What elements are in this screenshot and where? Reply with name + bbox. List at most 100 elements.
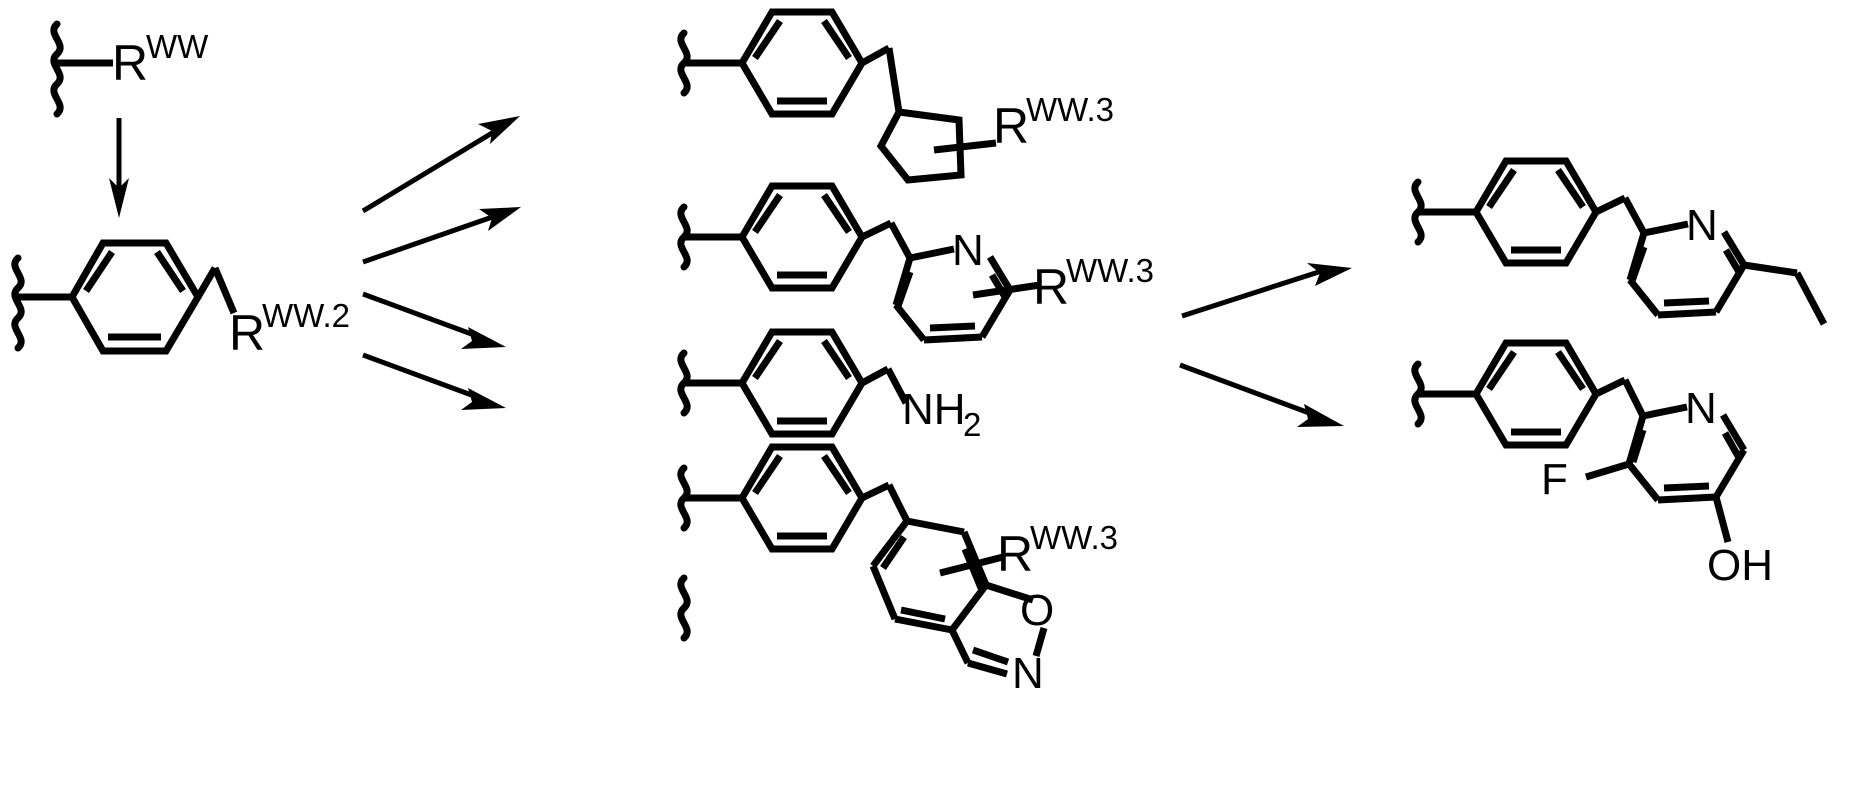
bond-ch2-up-real <box>860 365 890 387</box>
arrow-branch-4-head <box>461 388 506 410</box>
attachment-squiggle-icon <box>11 254 25 352</box>
bond-ch2-a <box>860 44 891 67</box>
arrow-branch-3-line <box>362 291 486 342</box>
arrow-branch-1 <box>361 116 520 214</box>
structure-start-rww: R WW <box>50 20 209 118</box>
pyridine-double-bond-3 <box>929 322 976 332</box>
bond-to-hydroxyl <box>1712 496 1732 543</box>
label-pyridine-nitrogen: N <box>1685 384 1717 433</box>
pyridine-double-bond-2 <box>1722 248 1743 274</box>
benzene-double-bond-2 <box>821 339 852 380</box>
label-r-ww-sup: WW <box>146 28 209 65</box>
arrow-branch-2-head <box>479 207 521 231</box>
isoxazole-o-n <box>1032 627 1048 657</box>
arrow-right-2-head <box>1297 404 1344 427</box>
label-r-ww3-py-base: R <box>1033 259 1069 315</box>
structure-benzyl-ethylpyridine: N <box>1411 157 1828 326</box>
arrow-branch-3 <box>362 291 506 349</box>
pyridine-bond-c6-c5 <box>1712 263 1748 314</box>
arrow-right-2-line <box>1179 362 1321 420</box>
benzisoxazole-double-1 <box>880 535 907 570</box>
isoxazole-n-c3 <box>967 659 1008 678</box>
arrow-branch-2-line <box>362 211 502 265</box>
benzene-double-bond-1 <box>752 19 783 60</box>
pyridine-double-bond-1 <box>893 270 914 311</box>
label-fluorine: F <box>1541 455 1568 504</box>
label-r-ww3-cp-sup: WW.3 <box>1026 91 1114 128</box>
benzisoxazole-c6-c5 <box>906 517 965 536</box>
arrow-branch-4 <box>362 352 506 410</box>
benzene-double-bond-1 <box>752 454 783 495</box>
pyridine-bond-c5-c4 <box>1657 493 1717 504</box>
arrow-right-1-line <box>1181 266 1329 319</box>
bond-ch2-b <box>1621 196 1648 235</box>
pyridine-bond-c4-c3 <box>893 302 927 343</box>
benzene-double-bond-2 <box>154 250 186 293</box>
benzisoxazole-c3a-c7a <box>894 615 953 634</box>
benzene-ring <box>737 8 867 118</box>
cyclopentane-ring <box>876 108 965 184</box>
label-r-ww3-bi-sup: WW.3 <box>1030 519 1118 556</box>
arrow-branch-1-line <box>361 124 504 214</box>
pyridine-bond-c6-c5 <box>978 288 1014 339</box>
structure-benzyl-pyridine: N R WW.3 <box>677 182 1154 344</box>
bond-ch2-a <box>860 481 891 502</box>
arrow-branch-4-line <box>362 352 486 403</box>
arrow-branch-3-head <box>461 327 506 349</box>
generic-substituent-bond <box>939 553 1004 577</box>
generic-substituent-bond <box>933 139 997 154</box>
pyridine-double-bond-1 <box>1627 245 1648 286</box>
label-pyridine-nitrogen: N <box>1686 201 1718 250</box>
bond-ch2-down-real <box>884 367 910 405</box>
pyridine-bond-n-c6 <box>1719 413 1748 452</box>
pyridine-double-bond-1 <box>1721 431 1742 458</box>
label-hydroxyl: OH <box>1707 541 1773 590</box>
pyridine-bond-n-c6 <box>987 255 1013 292</box>
label-amine-sub: 2 <box>963 406 981 443</box>
benzene-double-bond-2 <box>821 454 852 495</box>
bond-ch2-b <box>885 483 911 523</box>
pyridine-bond-c4-c3 <box>1626 461 1661 503</box>
label-r-ww3-bi-base: R <box>997 526 1033 582</box>
pyridine-bond-c2-n <box>1642 403 1688 420</box>
label-r-ww2-sup: WW.2 <box>262 297 350 334</box>
attachment-squiggle-icon <box>50 20 64 118</box>
pyridine-bond-c5-c4 <box>1657 308 1717 319</box>
benzene-double-bond-1 <box>1486 168 1517 209</box>
structure-benzyl-benzisoxazole: O N R WW.3 <box>677 443 1118 698</box>
label-r-ww2-base: R <box>229 305 265 361</box>
pyridine-bond-c4-c3 <box>1627 277 1661 318</box>
bond-ch2-a <box>860 219 893 241</box>
pyridine-double-bond-3 <box>1663 297 1710 307</box>
benzene-double-bond-1 <box>83 250 115 293</box>
structure-benzyl-cyclopentyl: R WW.3 <box>677 8 1114 184</box>
benzene-double-bond-1 <box>1486 350 1517 391</box>
label-r-ww-base: R <box>112 35 148 91</box>
pyridine-double-bond-3 <box>1629 428 1647 464</box>
bond-ch2-b <box>887 221 914 260</box>
arrow-right-1-head <box>1307 263 1352 286</box>
pyridine-bond-n-c6 <box>1721 230 1747 267</box>
arrow-right-1 <box>1181 263 1352 319</box>
structure-benzyl-fluorohydroxypyridine: N F OH <box>1411 339 1773 590</box>
pyridine-bond-c6-c5 <box>1712 448 1748 499</box>
pyridine-bond-c2-n <box>909 245 955 262</box>
benzisoxazole-double-3 <box>900 606 946 623</box>
pyridine-bond-c2-n <box>1643 220 1689 237</box>
pyridine-bond-c5-c4 <box>923 333 983 344</box>
arrow-down-head <box>109 178 129 218</box>
label-isoxazole-nitrogen: N <box>1012 649 1044 698</box>
structure-benzyl-rww2: R WW.2 <box>11 239 350 361</box>
label-r-ww3-py-sup: WW.3 <box>1066 252 1154 289</box>
label-isoxazole-oxygen: O <box>1020 586 1054 635</box>
benzisoxazole-c4-c3a <box>949 582 989 633</box>
bond-ethyl-a <box>1743 261 1798 277</box>
bond-ch2-a <box>1594 194 1627 216</box>
pyridine-double-bond-2 <box>1663 482 1710 492</box>
arrow-branch-2 <box>362 207 521 265</box>
benzisoxazole-double-2 <box>961 547 985 590</box>
benzene-double-bond-2 <box>821 193 852 234</box>
label-pyridine-nitrogen: N <box>952 226 984 275</box>
bond-ch2-b <box>211 266 238 315</box>
bond-ch2-b <box>885 47 903 113</box>
